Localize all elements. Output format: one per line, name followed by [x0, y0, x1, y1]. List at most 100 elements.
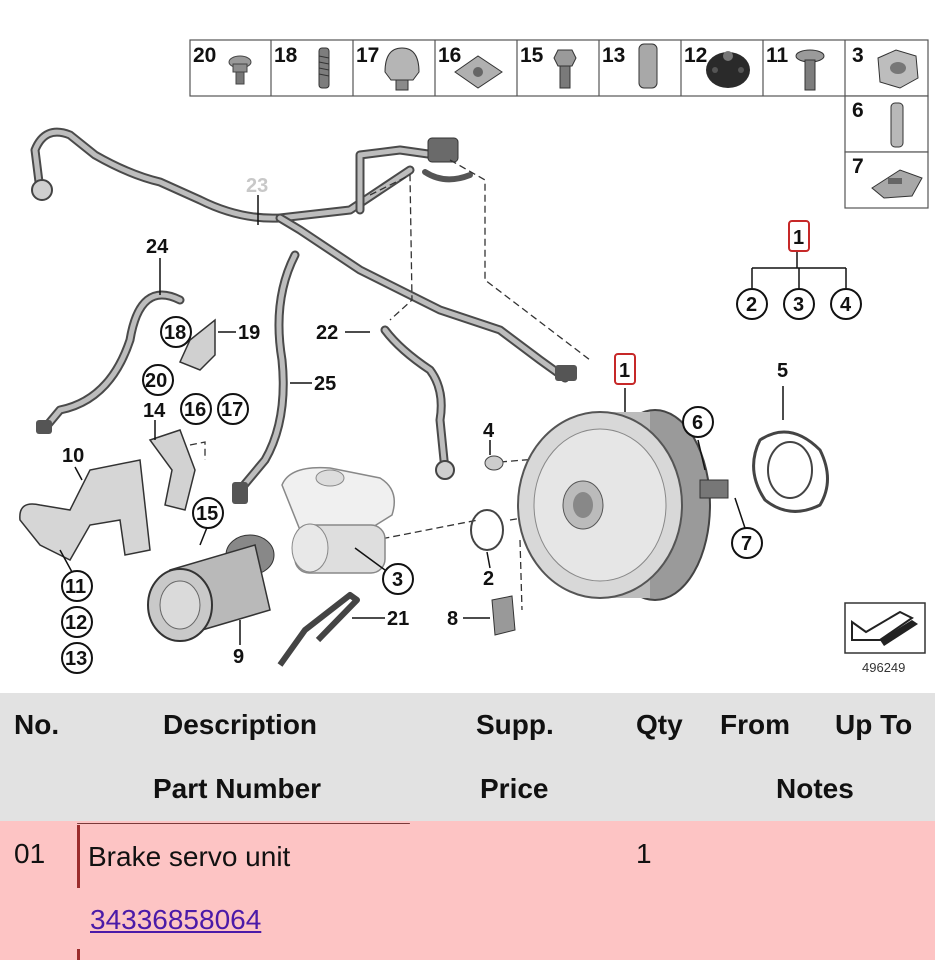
vacuum-pump-drawing: [147, 534, 275, 642]
svg-text:21: 21: [387, 608, 409, 630]
callout-3: 3: [382, 563, 414, 595]
parts-table-header: No. Description Supp. Qty From Up To Par…: [0, 693, 935, 821]
callout-13: 13: [61, 642, 93, 674]
row-qty: 1: [636, 838, 652, 869]
header-price: Price: [480, 773, 549, 804]
diagram-callouts: 23 24 18 19 20 25 22 14 16 17 10 15 11 1…: [61, 175, 862, 674]
svg-text:2: 2: [483, 568, 494, 590]
callout-15: 15: [192, 497, 224, 529]
bolt-icon: [228, 55, 252, 85]
legend-cell-7: 7: [852, 155, 923, 199]
svg-text:15: 15: [196, 503, 218, 525]
brake-booster-drawing: [517, 409, 729, 601]
svg-text:7: 7: [741, 533, 752, 555]
parts-diagram: 20 18 17 16 15 13: [19, 39, 929, 675]
header-from: From: [720, 709, 790, 740]
table-row[interactable]: 01 Brake servo unit 1 34336858064: [0, 821, 935, 960]
svg-text:12: 12: [684, 44, 707, 67]
svg-text:12: 12: [65, 612, 87, 634]
svg-text:20: 20: [193, 44, 216, 67]
callout-19: 19: [238, 322, 260, 344]
orientation-arrow-icon: [844, 602, 926, 654]
sensor-drawing: [491, 595, 516, 636]
header-qty: Qty: [636, 709, 683, 740]
sleeve-icon: [638, 43, 658, 89]
stud-icon: [318, 47, 330, 89]
legend-cell-11: 11: [766, 44, 825, 91]
legend-cell-6: 6: [852, 99, 904, 148]
callout-5: 5: [777, 360, 788, 382]
legend-cell-17: 17: [356, 44, 420, 91]
svg-text:4: 4: [483, 420, 495, 442]
svg-text:1: 1: [619, 360, 630, 382]
hex-nut-icon: [877, 49, 919, 89]
svg-text:15: 15: [520, 44, 544, 67]
bracket-21-drawing: [277, 592, 360, 667]
nut-clip-icon: [454, 55, 503, 89]
legend-cell-15: 15: [520, 44, 577, 89]
callout-10: 10: [62, 445, 84, 467]
callout-16: 16: [180, 393, 212, 425]
callout-22: 22: [316, 322, 338, 344]
svg-text:3: 3: [793, 294, 804, 316]
svg-text:17: 17: [221, 399, 243, 421]
legend-cell-13: 13: [602, 43, 658, 89]
svg-text:18: 18: [164, 322, 186, 344]
selected-row-marker: [77, 821, 410, 960]
callout-4: 4: [483, 420, 495, 442]
part-number-link[interactable]: 34336858064: [90, 904, 262, 935]
bracket-14-drawing: [148, 429, 196, 511]
pin-icon: [890, 102, 904, 148]
subassembly-callout-1: 1: [788, 220, 810, 252]
bracket-19-drawing: [178, 318, 216, 371]
callout-9: 9: [233, 646, 244, 668]
svg-text:1: 1: [793, 227, 804, 249]
vacuum-hose-drawing: [30, 127, 577, 504]
svg-text:3: 3: [852, 44, 864, 67]
header-no: No.: [14, 709, 60, 740]
svg-text:8: 8: [447, 608, 458, 630]
header-part-number: Part Number: [153, 773, 322, 804]
legend-cell-12: 12: [684, 44, 750, 88]
svg-text:3: 3: [392, 569, 403, 591]
svg-text:5: 5: [777, 360, 788, 382]
callout-11: 11: [61, 570, 93, 602]
callout-23: 23: [246, 175, 268, 197]
parts-legend-grid: 20 18 17 16 15 13: [189, 39, 929, 209]
gasket-drawing: [752, 430, 829, 513]
rubber-mount-icon: [706, 51, 750, 88]
callout-25: 25: [314, 373, 336, 395]
legend-cell-20: 20: [193, 44, 252, 85]
svg-text:11: 11: [766, 44, 789, 67]
callout-8: 8: [447, 608, 458, 630]
svg-text:17: 17: [356, 44, 379, 67]
svg-text:16: 16: [184, 399, 206, 421]
svg-text:18: 18: [274, 44, 298, 67]
header-notes: Notes: [776, 773, 854, 804]
row-number: 01: [14, 838, 46, 869]
svg-text:9: 9: [233, 646, 244, 668]
subassembly-callout-4: 4: [830, 288, 862, 320]
legend-cell-18: 18: [274, 44, 330, 89]
svg-text:25: 25: [314, 373, 336, 395]
svg-text:4: 4: [840, 294, 852, 316]
callout-7: 7: [731, 527, 763, 559]
svg-text:13: 13: [65, 648, 87, 670]
callout-1: 1: [614, 353, 636, 385]
clip-icon: [384, 47, 420, 91]
callout-leader-lines: [59, 195, 847, 645]
screw-icon: [795, 49, 825, 91]
svg-text:6: 6: [692, 412, 703, 434]
svg-text:7: 7: [852, 155, 864, 178]
row-description: Brake servo unit: [88, 841, 291, 872]
svg-text:24: 24: [146, 236, 169, 258]
svg-text:2: 2: [746, 294, 757, 316]
svg-text:11: 11: [65, 576, 86, 598]
bracket-clip-icon: [871, 169, 923, 199]
subassembly-callout-2: 2: [736, 288, 768, 320]
legend-cell-16: 16: [438, 44, 503, 89]
header-up-to: Up To: [835, 709, 913, 740]
header-description: Description: [163, 709, 318, 740]
o-ring-drawing: [470, 509, 504, 551]
washer-drawing: [484, 455, 504, 471]
